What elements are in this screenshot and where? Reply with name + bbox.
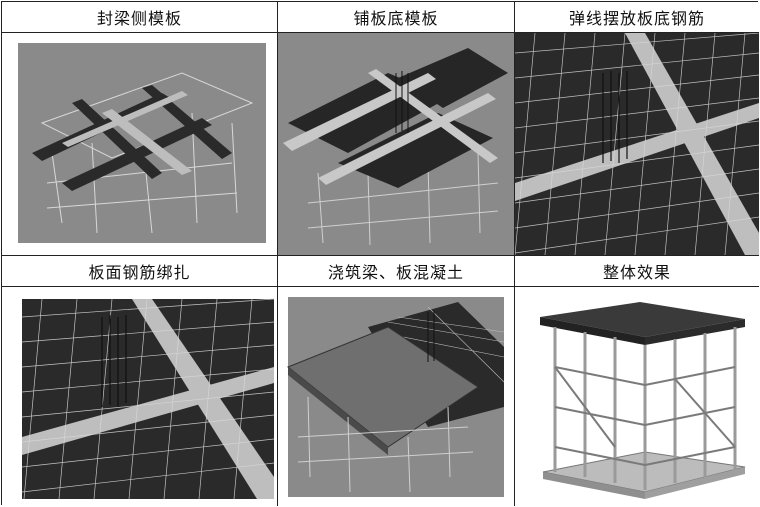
- image-concrete-pour: [278, 287, 515, 506]
- image-top-rebar: [2, 287, 278, 506]
- image-overall-scaffold: [515, 287, 759, 506]
- caption-2: 铺板底模板: [278, 2, 515, 33]
- caption-5: 浇筑梁、板混凝土: [278, 256, 515, 287]
- image-bottom-formwork: [278, 33, 515, 256]
- caption-6: 整体效果: [515, 256, 759, 287]
- image-side-formwork: [2, 33, 278, 256]
- caption-4: 板面钢筋绑扎: [2, 256, 278, 287]
- caption-3: 弹线摆放板底钢筋: [515, 2, 759, 33]
- caption-1: 封梁侧模板: [2, 2, 278, 33]
- image-bottom-rebar: [515, 33, 759, 256]
